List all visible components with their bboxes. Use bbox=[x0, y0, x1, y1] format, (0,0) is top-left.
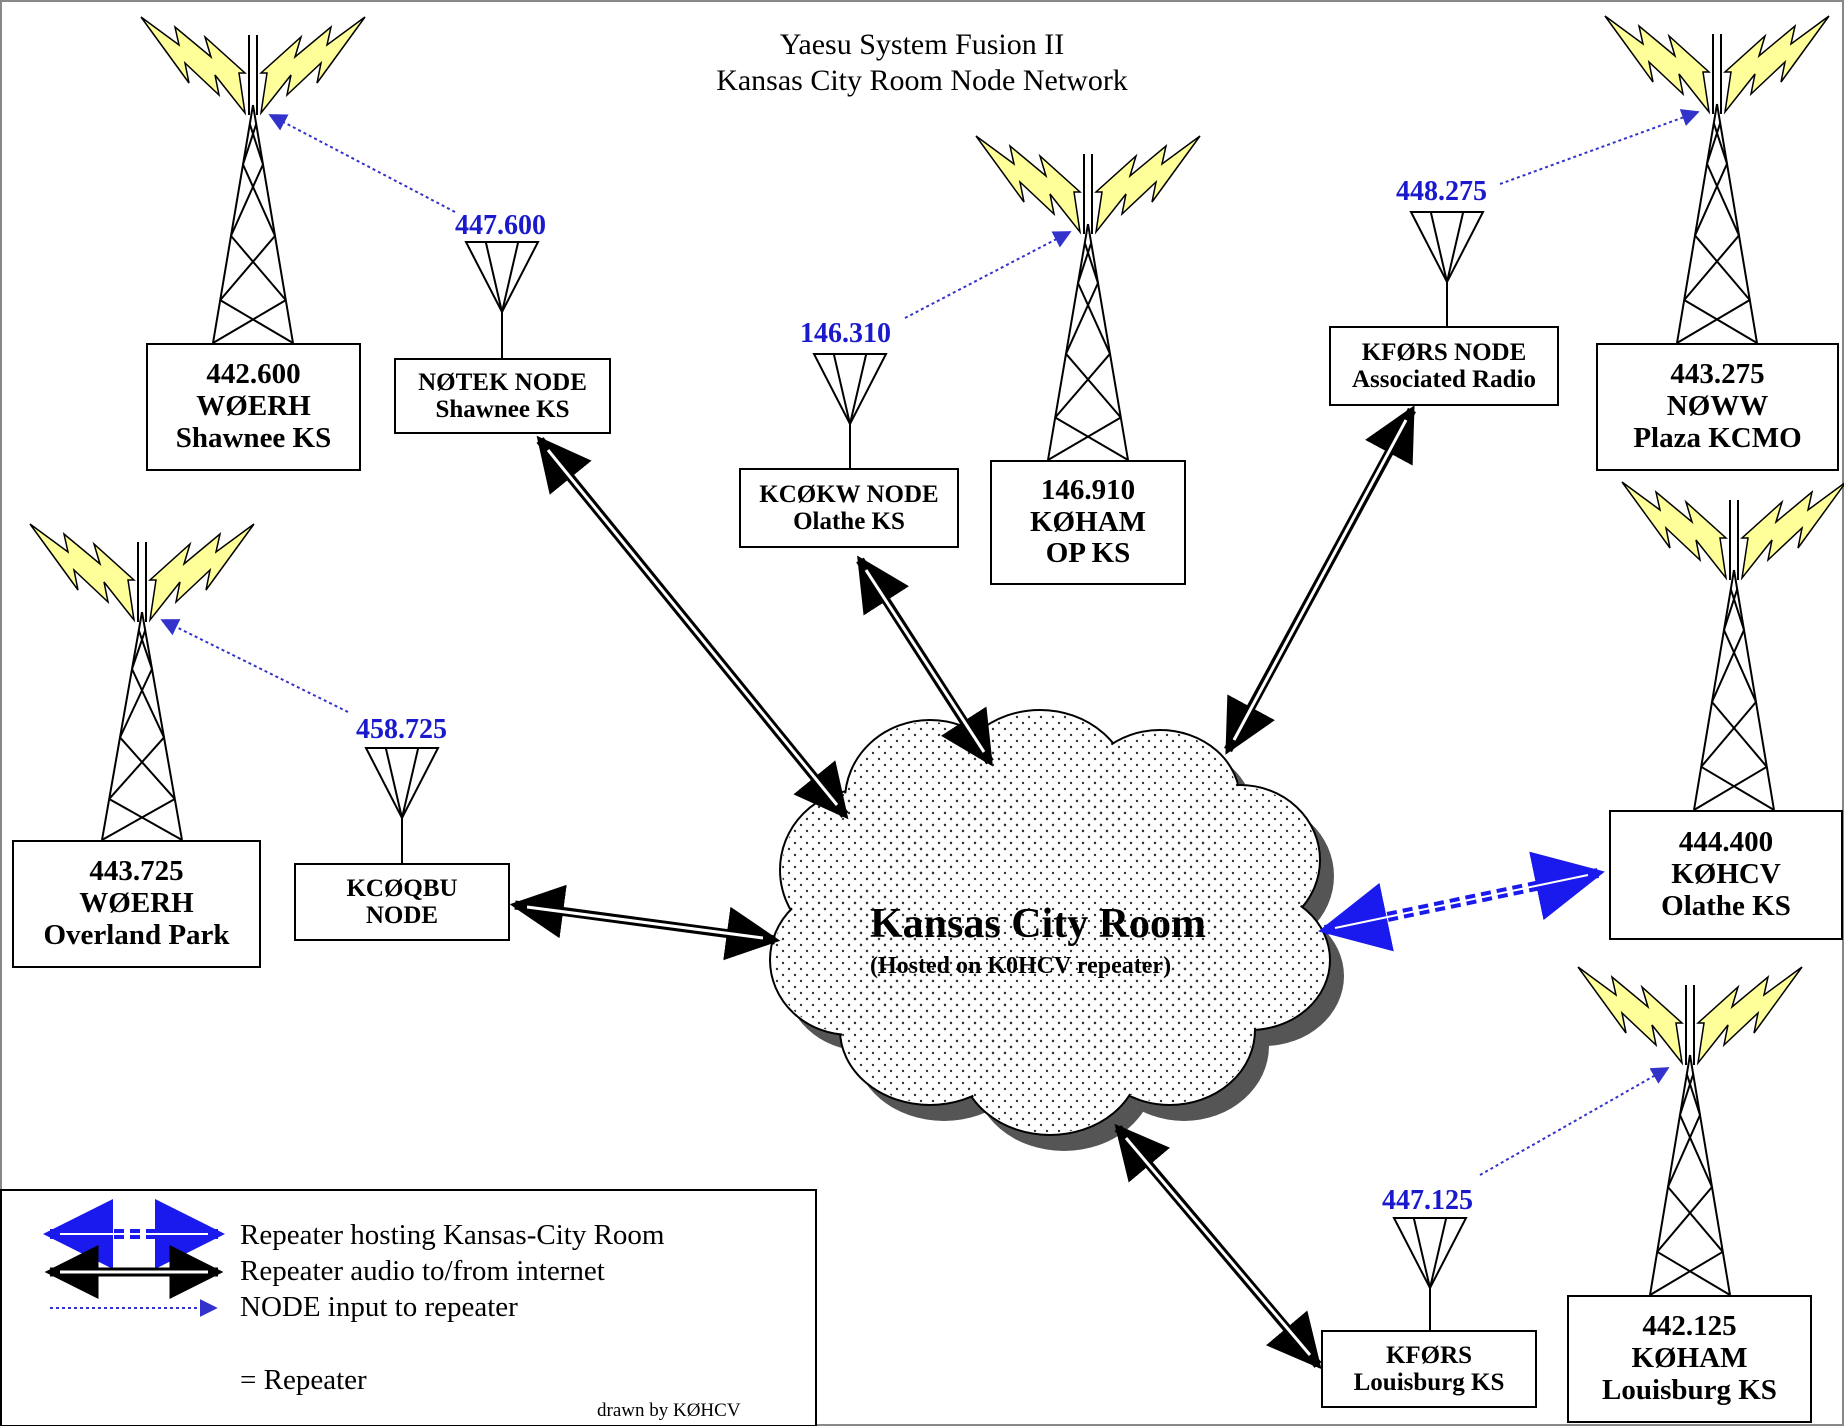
repeater-callsign: WØERH bbox=[79, 887, 194, 920]
repeater-box-k0hcv-olathe: 444.400 KØHCV Olathe KS bbox=[1609, 810, 1843, 940]
tower-w0erh-overland bbox=[29, 523, 255, 841]
node-name: KCØQBU bbox=[346, 874, 458, 902]
node-location: Associated Radio bbox=[1351, 366, 1537, 393]
tower-w0erh-shawnee bbox=[140, 16, 366, 344]
repeater-callsign: KØHAM bbox=[1030, 505, 1146, 538]
lightning-icon bbox=[259, 16, 366, 116]
repeater-box-k0ham-louisburg: 442.125 KØHAM Louisburg KS bbox=[1567, 1295, 1812, 1423]
node-box-kc0qbu: KCØQBU NODE bbox=[294, 863, 510, 941]
node-name: KCØKW NODE bbox=[759, 480, 939, 508]
node-name: KFØRS NODE bbox=[1361, 338, 1527, 366]
repeater-frequency: 442.600 bbox=[206, 358, 301, 391]
hub-subtitle: (Hosted on K0HCV repeater) bbox=[870, 953, 1172, 979]
legend-box bbox=[0, 1189, 817, 1426]
repeater-box-w0erh-overland: 443.725 WØERH Overland Park bbox=[12, 840, 261, 968]
lightning-icon bbox=[140, 16, 247, 116]
tower-n0ww-plaza bbox=[1604, 15, 1830, 344]
repeater-location: Olathe KS bbox=[1661, 889, 1791, 922]
legend-node-label: NODE input to repeater bbox=[240, 1291, 518, 1323]
repeater-location: Overland Park bbox=[43, 918, 230, 951]
legend-repeater-label: = Repeater bbox=[240, 1364, 367, 1396]
lightning-icon bbox=[1696, 966, 1803, 1066]
node-location: Shawnee KS bbox=[435, 396, 570, 423]
repeater-callsign: KØHAM bbox=[1631, 1342, 1748, 1375]
lightning-icon bbox=[1740, 482, 1844, 581]
node-frequency-kf0rs-assoc: 448.275 bbox=[1396, 176, 1487, 207]
repeater-location: Plaza KCMO bbox=[1633, 421, 1802, 454]
legend-host-label: Repeater hosting Kansas-City Room bbox=[240, 1219, 665, 1251]
antenna-icon-kf0rs-louisburg bbox=[1392, 1217, 1468, 1330]
lightning-icon bbox=[1094, 135, 1201, 235]
lightning-icon bbox=[1604, 15, 1711, 115]
tower-k0ham-louisburg bbox=[1577, 966, 1803, 1296]
repeater-box-w0erh-shawnee: 442.600 WØERH Shawnee KS bbox=[146, 343, 361, 471]
repeater-frequency: 442.125 bbox=[1642, 1310, 1737, 1343]
node-frequency-kf0rs-louisburg: 447.125 bbox=[1382, 1185, 1473, 1216]
repeater-location: Louisburg KS bbox=[1602, 1373, 1777, 1406]
node-input-links bbox=[160, 109, 1700, 1176]
repeater-box-k0ham-op: 146.910 KØHAM OP KS bbox=[990, 460, 1186, 585]
drawn-by-credit: drawn by KØHCV bbox=[597, 1400, 741, 1421]
title-line-2: Kansas City Room Node Network bbox=[716, 64, 1128, 97]
repeater-frequency: 444.400 bbox=[1678, 826, 1774, 859]
lightning-icon bbox=[975, 135, 1082, 235]
title-line-1: Yaesu System Fusion II bbox=[779, 28, 1065, 61]
repeater-callsign: NØWW bbox=[1666, 390, 1769, 423]
diagram-title: Yaesu System Fusion II Kansas City Room … bbox=[0, 28, 1844, 108]
node-location: Louisburg KS bbox=[1353, 1369, 1505, 1396]
repeater-frequency: 146.910 bbox=[1040, 473, 1136, 506]
node-box-n0tek: NØTEK NODE Shawnee KS bbox=[394, 358, 611, 434]
node-frequency-kc0kw: 146.310 bbox=[800, 318, 891, 349]
node-box-kf0rs-assoc: KFØRS NODE Associated Radio bbox=[1329, 326, 1559, 406]
host-link bbox=[1318, 851, 1605, 952]
lightning-icon bbox=[1621, 481, 1728, 581]
tower-k0hcv-olathe bbox=[1621, 481, 1844, 811]
node-location: Olathe KS bbox=[793, 508, 905, 535]
hub-name: Kansas City Room bbox=[870, 901, 1207, 947]
repeater-box-n0ww-plaza: 443.275 NØWW Plaza KCMO bbox=[1596, 343, 1839, 471]
node-antennas bbox=[364, 211, 1485, 1330]
antenna-icon-kc0kw bbox=[812, 353, 888, 468]
antenna-icon-kf0rs-assoc bbox=[1409, 211, 1485, 326]
node-location: NODE bbox=[365, 902, 439, 929]
node-name: NØTEK NODE bbox=[418, 368, 587, 396]
node-box-kf0rs-louisburg: KFØRS Louisburg KS bbox=[1321, 1330, 1537, 1408]
node-frequency-kc0qbu: 458.725 bbox=[356, 714, 447, 745]
repeater-towers bbox=[5, 15, 1844, 1426]
lightning-icon bbox=[29, 523, 136, 623]
legend-internet-label: Repeater audio to/from internet bbox=[240, 1255, 605, 1287]
repeater-callsign: WØERH bbox=[196, 390, 311, 423]
kansas-city-room-cloud bbox=[769, 709, 1344, 1151]
lightning-icon bbox=[1577, 966, 1684, 1066]
node-frequency-n0tek: 447.600 bbox=[455, 210, 546, 241]
antenna-icon-kc0qbu bbox=[364, 747, 440, 863]
repeater-frequency: 443.275 bbox=[1670, 358, 1765, 391]
lightning-icon bbox=[1723, 15, 1830, 115]
node-name: KFØRS bbox=[1385, 1341, 1473, 1369]
repeater-location: Shawnee KS bbox=[175, 421, 332, 454]
lightning-icon bbox=[148, 523, 255, 623]
node-box-kc0kw: KCØKW NODE Olathe KS bbox=[739, 468, 959, 548]
repeater-callsign: KØHCV bbox=[1671, 858, 1781, 891]
tower-k0ham-op bbox=[975, 135, 1201, 461]
repeater-frequency: 443.725 bbox=[89, 855, 184, 888]
antenna-icon-n0tek bbox=[464, 241, 540, 358]
repeater-location: OP KS bbox=[1045, 537, 1131, 570]
